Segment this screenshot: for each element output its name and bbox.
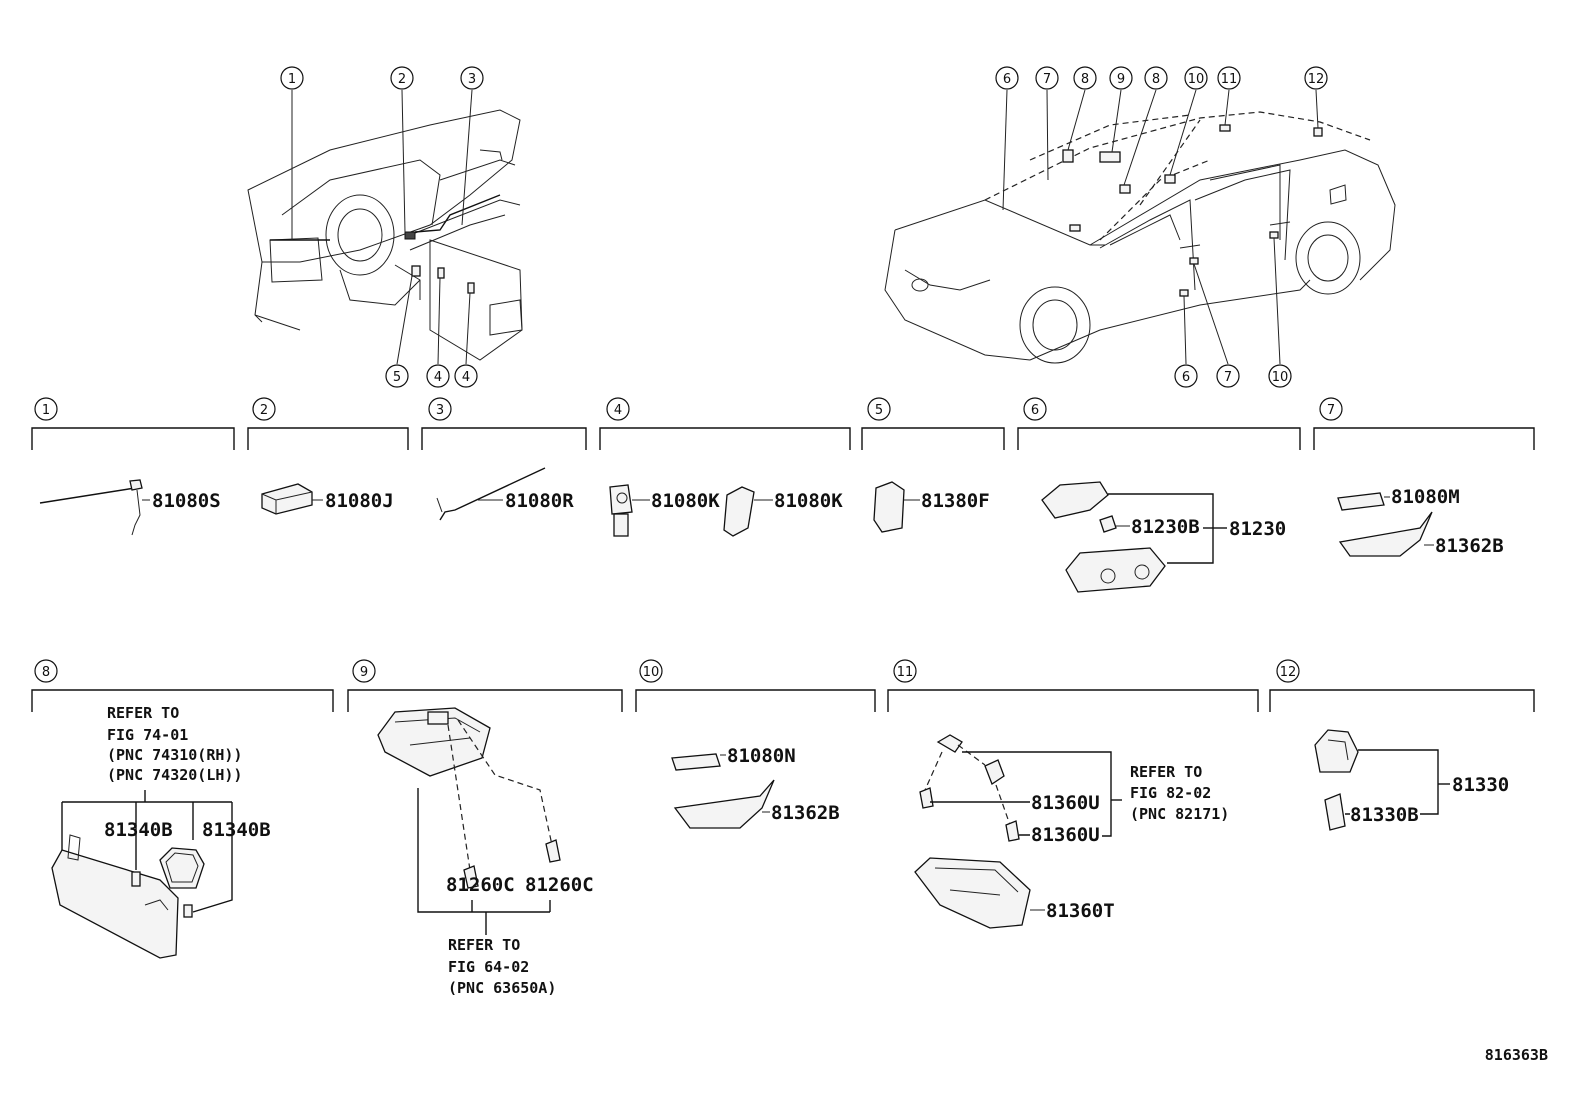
part-81362B-g10: 81362B bbox=[771, 802, 840, 824]
svg-text:3: 3 bbox=[468, 72, 476, 87]
callout-car-10b: 10 bbox=[1268, 364, 1292, 388]
svg-text:REFER TO: REFER TO bbox=[1130, 763, 1202, 781]
part-81080R: 81080R bbox=[505, 490, 574, 512]
svg-text:12: 12 bbox=[1308, 72, 1325, 87]
svg-text:10: 10 bbox=[1188, 72, 1205, 87]
part-81360U-1: 81360U bbox=[1031, 792, 1100, 814]
part-81080K-1: 81080K bbox=[651, 490, 720, 512]
svg-text:FIG 74-01: FIG 74-01 bbox=[107, 726, 188, 744]
part-81380F: 81380F bbox=[921, 490, 990, 512]
callout-car-6: 6 bbox=[995, 66, 1019, 90]
svg-text:8: 8 bbox=[42, 665, 50, 680]
part-81080K-2: 81080K bbox=[774, 490, 843, 512]
svg-text:REFER TO: REFER TO bbox=[448, 936, 520, 954]
group-2: 2 81080J bbox=[247, 397, 409, 515]
callout-top-2: 2 bbox=[390, 66, 414, 90]
svg-text:3: 3 bbox=[436, 403, 444, 418]
svg-text:REFER TO: REFER TO bbox=[107, 704, 179, 722]
dashboard-leaders bbox=[291, 89, 473, 365]
callout-car-7: 7 bbox=[1035, 66, 1059, 90]
group-8: 8 REFER TO FIG 74-01 (PNC 74310(RH)) (PN… bbox=[31, 659, 334, 959]
group-5: 5 81380F bbox=[861, 397, 1005, 533]
callout-car-7b: 7 bbox=[1216, 364, 1240, 388]
svg-text:11: 11 bbox=[897, 665, 914, 680]
callout-top-5: 5 bbox=[385, 364, 409, 388]
group-12: 12 81330 81330B bbox=[1269, 659, 1535, 831]
svg-text:4: 4 bbox=[614, 403, 622, 418]
svg-text:6: 6 bbox=[1031, 403, 1039, 418]
svg-text:6: 6 bbox=[1003, 72, 1011, 87]
svg-text:1: 1 bbox=[288, 72, 296, 87]
part-81080N: 81080N bbox=[727, 745, 796, 767]
callout-car-8a: 8 bbox=[1073, 66, 1097, 90]
part-81340B-2: 81340B bbox=[202, 819, 271, 841]
callout-car-9: 9 bbox=[1109, 66, 1133, 90]
svg-text:(PNC 63650A): (PNC 63650A) bbox=[448, 979, 556, 997]
svg-text:(PNC 82171): (PNC 82171) bbox=[1130, 805, 1229, 823]
svg-text:FIG 64-02: FIG 64-02 bbox=[448, 958, 529, 976]
callout-car-10a: 10 bbox=[1184, 66, 1208, 90]
part-81330B: 81330B bbox=[1350, 804, 1419, 826]
svg-text:10: 10 bbox=[643, 665, 660, 680]
group-4: 4 81080K 81080K bbox=[599, 397, 851, 537]
top-right-callouts: 6 7 8 9 8 10 11 12 6 7 10 bbox=[995, 66, 1328, 388]
svg-text:(PNC 74310(RH)): (PNC 74310(RH)) bbox=[107, 746, 242, 764]
svg-text:7: 7 bbox=[1327, 403, 1335, 418]
svg-text:4: 4 bbox=[462, 370, 470, 385]
callout-top-4b: 4 bbox=[454, 364, 478, 388]
svg-text:5: 5 bbox=[393, 370, 401, 385]
part-81230B: 81230B bbox=[1131, 516, 1200, 538]
group-3: 3 81080R bbox=[421, 397, 587, 521]
svg-text:2: 2 bbox=[398, 72, 406, 87]
callout-top-1: 1 bbox=[280, 66, 304, 90]
callout-top-3: 3 bbox=[460, 66, 484, 90]
callout-car-12: 12 bbox=[1304, 66, 1328, 90]
part-81362B-g7: 81362B bbox=[1435, 535, 1504, 557]
svg-text:8: 8 bbox=[1081, 72, 1089, 87]
part-81080S: 81080S bbox=[152, 490, 221, 512]
top-left-callouts: 1 2 3 5 4 4 bbox=[280, 66, 484, 388]
group-9: 9 81260C 81260C REFER TO FIG 64-02 (PNC … bbox=[347, 659, 623, 997]
svg-text:7: 7 bbox=[1224, 370, 1232, 385]
svg-text:2: 2 bbox=[260, 403, 268, 418]
svg-text:11: 11 bbox=[1221, 72, 1238, 87]
svg-text:12: 12 bbox=[1280, 665, 1297, 680]
callout-car-11: 11 bbox=[1217, 66, 1241, 90]
diagram-id: 816363B bbox=[1485, 1046, 1548, 1064]
callout-top-4a: 4 bbox=[426, 364, 450, 388]
callout-car-8b: 8 bbox=[1144, 66, 1168, 90]
car-leaders bbox=[1002, 89, 1319, 365]
part-81360T: 81360T bbox=[1046, 900, 1115, 922]
callout-car-6b: 6 bbox=[1174, 364, 1198, 388]
part-81080M: 81080M bbox=[1391, 486, 1460, 508]
svg-text:9: 9 bbox=[360, 665, 368, 680]
part-81230: 81230 bbox=[1229, 518, 1286, 540]
group-11: 11 81360U 81360U REFER TO FIG 82-02 (PNC… bbox=[887, 659, 1259, 929]
svg-text:1: 1 bbox=[42, 403, 50, 418]
svg-text:(PNC 74320(LH)): (PNC 74320(LH)) bbox=[107, 766, 242, 784]
group-7: 7 81080M 81362B bbox=[1313, 397, 1535, 557]
svg-text:FIG 82-02: FIG 82-02 bbox=[1130, 784, 1211, 802]
svg-text:10: 10 bbox=[1272, 370, 1289, 385]
part-81260C-2: 81260C bbox=[525, 874, 594, 896]
svg-text:7: 7 bbox=[1043, 72, 1051, 87]
group-10: 10 81080N 81362B bbox=[635, 659, 876, 829]
svg-text:5: 5 bbox=[875, 403, 883, 418]
part-81330: 81330 bbox=[1452, 774, 1509, 796]
part-81340B-1: 81340B bbox=[104, 819, 173, 841]
svg-text:9: 9 bbox=[1117, 72, 1125, 87]
car-illustration bbox=[884, 111, 1396, 364]
svg-text:6: 6 bbox=[1182, 370, 1190, 385]
svg-text:8: 8 bbox=[1152, 72, 1160, 87]
dashboard-illustration bbox=[247, 109, 523, 361]
part-81260C-1: 81260C bbox=[446, 874, 515, 896]
part-81360U-2: 81360U bbox=[1031, 824, 1100, 846]
group-6: 6 81230B 81230 bbox=[1017, 397, 1301, 593]
part-81080J: 81080J bbox=[325, 490, 394, 512]
svg-text:4: 4 bbox=[434, 370, 442, 385]
group-1: 1 81080S bbox=[31, 397, 235, 536]
